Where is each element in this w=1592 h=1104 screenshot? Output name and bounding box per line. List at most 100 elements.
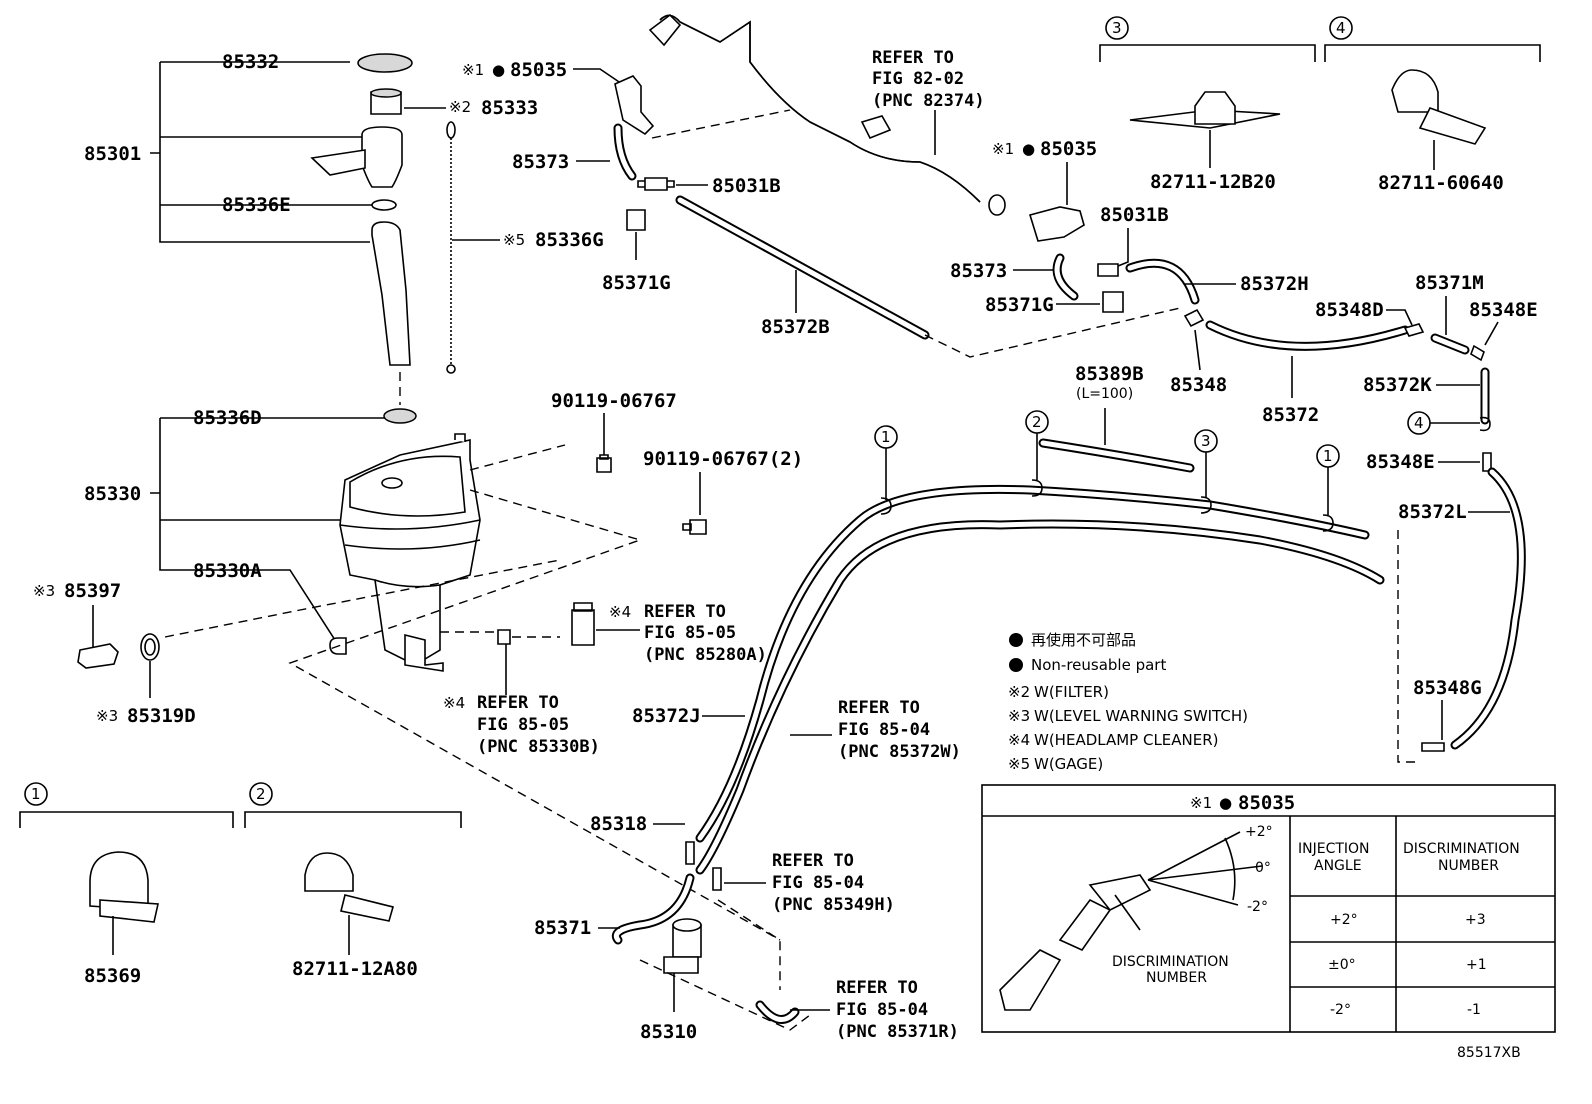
label-85372L: 85372L: [1398, 501, 1467, 523]
th-injection-1: INJECTION: [1298, 841, 1370, 857]
ref-85371R-1: REFER TO: [836, 978, 918, 998]
check-valve-85031Ba: [637, 177, 675, 191]
callout-1-b: 1: [1323, 447, 1333, 465]
label-85319D: 85319D: [127, 705, 196, 727]
clip-section-1: 1 85369: [19, 782, 234, 987]
ref-82-2: FIG 82-02: [872, 69, 964, 89]
label-85372H: 85372H: [1240, 273, 1309, 295]
callout-2-bottom: 2: [256, 785, 266, 803]
mark-85035a-dot: ●: [492, 61, 505, 79]
angle-zero-label: 0°: [1255, 860, 1271, 876]
label-85389B-sub: (L=100): [1076, 386, 1133, 402]
ref-85372W-3: (PNC 85372W): [838, 742, 961, 762]
tank-85330: [339, 433, 481, 672]
th-disc-1: DISCRIMINATION: [1403, 841, 1520, 857]
diagram-code: 85517XB: [1457, 1045, 1521, 1061]
joint-85318: [685, 841, 695, 865]
callout-4-top: 4: [1336, 19, 1346, 37]
label-90119b: 90119-06767(2): [643, 448, 803, 470]
label-85336G: 85336G: [535, 229, 604, 251]
pump-85310: [663, 918, 702, 974]
label-85301: 85301: [84, 143, 141, 165]
joint-85348G: [1421, 742, 1445, 752]
label-85372B: 85372B: [761, 316, 830, 338]
label-85371: 85371: [534, 917, 591, 939]
label-82711-12A80: 82711-12A80: [292, 958, 418, 980]
ref-85330B-1: REFER TO: [477, 693, 559, 713]
ref-85330B-2: FIG 85-05: [477, 715, 569, 735]
label-85348E1: 85348E: [1469, 299, 1538, 321]
clip-section-4: 4 82711-60640: [1324, 16, 1541, 194]
label-85371Gb: 85371G: [985, 294, 1054, 316]
main-hoses: 85389B (L=100) 1 2 3 1 85372J REFER TO F…: [534, 363, 1385, 1043]
level-gage-85336G: [446, 121, 456, 374]
row2-angle: -2°: [1330, 1002, 1351, 1018]
cap-85332: [357, 53, 413, 73]
nozzle-right-group: ※1 ● 85035 85031B 85373 85371G 85372H 85…: [950, 138, 1538, 763]
label-85348D: 85348D: [1315, 299, 1384, 321]
mark-85319D: ※3: [96, 707, 118, 725]
mark-85333: ※2: [449, 98, 471, 116]
legend-mark-3: ※3: [1008, 707, 1030, 725]
filler-pipe: [371, 221, 411, 366]
switch-85397: [77, 643, 119, 669]
clip-82711-12A80: [304, 852, 354, 892]
mark-85035b-dot: ●: [1022, 140, 1035, 158]
th-injection-2: ANGLE: [1314, 858, 1362, 874]
ref-85349H-3: (PNC 85349H): [772, 895, 895, 915]
legend-n5: W(GAGE): [1034, 755, 1103, 773]
mark-85035b-1: ※1: [992, 140, 1014, 158]
nozzle-left-group: ※1 ● 85035 85373 85031B 85371G 85372B: [462, 59, 1181, 358]
ref-85371R-2: FIG 85-04: [836, 1000, 928, 1020]
ref-85349H-1: REFER TO: [772, 851, 854, 871]
inset-title-mark: ※1: [1190, 794, 1212, 812]
callout-4-right: 4: [1414, 414, 1424, 432]
label-85318: 85318: [590, 813, 647, 835]
angle-minus-label: -2°: [1247, 899, 1268, 915]
label-85348E2: 85348E: [1366, 451, 1435, 473]
label-85371Ga: 85371G: [602, 272, 671, 294]
label-85333: 85333: [481, 97, 538, 119]
legend-n4: W(HEADLAMP CLEANER): [1034, 731, 1219, 749]
label-85372J: 85372J: [632, 705, 701, 727]
ref-85330B-3: (PNC 85330B): [477, 737, 600, 757]
label-85310: 85310: [640, 1021, 697, 1043]
label-85330: 85330: [84, 483, 141, 505]
row2-number: -1: [1467, 1002, 1481, 1018]
row1-number: +1: [1466, 957, 1487, 973]
clip-section-3: 3 82711-12B20: [1099, 16, 1316, 193]
label-85031Ba: 85031B: [712, 175, 781, 197]
ref-85280A-3: (PNC 85280A): [644, 645, 767, 665]
ref-82-1: REFER TO: [872, 48, 954, 68]
ref-85372W-2: FIG 85-04: [838, 720, 930, 740]
inlet-85301: [361, 126, 403, 188]
mark-r85330B: ※4: [443, 694, 465, 712]
clip-85369: [89, 851, 149, 911]
label-85035a: 85035: [510, 59, 567, 81]
label-85389B: 85389B: [1075, 363, 1144, 385]
legend-jp: 再使用不可部品: [1031, 631, 1136, 649]
disc-label-2: NUMBER: [1146, 970, 1207, 986]
legend-mark-4: ※4: [1008, 731, 1030, 749]
label-85035b: 85035: [1040, 138, 1097, 160]
th-disc-2: NUMBER: [1438, 858, 1499, 874]
legend: 再使用不可部品 Non-reusable part ※2 W(FILTER) ※…: [1008, 631, 1248, 773]
callout-3-a: 3: [1201, 432, 1211, 450]
legend-mark-5: ※5: [1008, 755, 1030, 773]
nozzle-85035b: [1028, 206, 1085, 242]
angle-plus-label: +2°: [1245, 824, 1273, 840]
bolt-90119b: [682, 519, 707, 535]
mark-r85280A: ※4: [609, 603, 631, 621]
joint-85348E1: [1470, 344, 1485, 362]
callout-2-a: 2: [1032, 413, 1042, 431]
label-85336D: 85336D: [193, 407, 262, 429]
row1-angle: ±0°: [1328, 957, 1356, 973]
label-85031Bb: 85031B: [1100, 204, 1169, 226]
label-85332: 85332: [222, 51, 279, 73]
disc-label-1: DISCRIMINATION: [1112, 954, 1229, 970]
inset-title-part: 85035: [1238, 792, 1295, 814]
label-85330A: 85330A: [193, 560, 262, 582]
tube-85371Ga: [626, 209, 646, 231]
label-90119a: 90119-06767: [551, 390, 677, 412]
